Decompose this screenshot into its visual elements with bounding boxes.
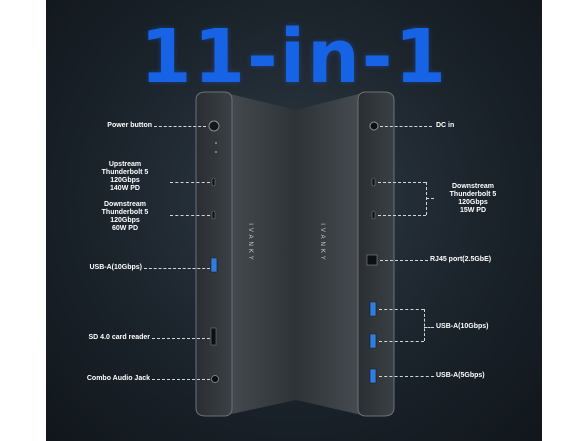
usb-a-port-icon xyxy=(369,368,377,384)
label-dc-in: DC in xyxy=(436,122,455,129)
thunderbolt-port-icon xyxy=(371,210,376,220)
leader-line xyxy=(424,309,425,341)
label-power-button: Power button xyxy=(107,122,152,129)
sd-slot-icon xyxy=(210,327,217,346)
thunderbolt-port-icon xyxy=(371,177,376,187)
leader-line xyxy=(378,215,426,216)
label-usb-a-10gbps: USB-A(10Gbps) xyxy=(436,323,489,330)
usb-a-port-icon xyxy=(210,257,218,273)
usb-a-port-icon xyxy=(369,301,377,317)
thunderbolt-port-icon xyxy=(211,210,216,220)
brand-left: IVANKY xyxy=(246,223,253,263)
leader-line xyxy=(424,327,434,328)
dc-in-icon xyxy=(369,121,379,131)
label-usb-a-5gbps: USB-A(5Gbps) xyxy=(436,372,485,379)
leader-line xyxy=(380,126,432,127)
leader-line xyxy=(379,309,424,310)
audio-jack-icon xyxy=(211,375,219,383)
dock-illustration xyxy=(195,91,395,417)
label-usb-a-left: USB-A(10Gbps) xyxy=(89,264,142,271)
leader-line xyxy=(154,126,206,127)
leader-line xyxy=(152,379,210,380)
label-audio-jack: Combo Audio Jack xyxy=(86,375,150,382)
leader-line xyxy=(378,182,426,183)
leader-line xyxy=(152,338,210,339)
product-canvas: 11-in-1 xyxy=(46,0,542,441)
leader-line xyxy=(426,198,434,199)
headline: 11-in-1 xyxy=(140,14,448,100)
leader-line xyxy=(144,268,210,269)
brand-right: IVANKY xyxy=(318,223,325,263)
label-upstream: Upstream Thunderbolt 5 120Gbps 140W PD xyxy=(101,161,149,192)
label-downstream-left: Downstream Thunderbolt 5 120Gbps 60W PD xyxy=(101,201,149,232)
label-sd-reader: SD 4.0 card reader xyxy=(88,334,150,341)
leader-line xyxy=(380,260,428,261)
thunderbolt-port-icon xyxy=(211,177,216,187)
dock-left xyxy=(195,91,296,417)
label-downstream-right: Downstream Thunderbolt 5 120Gbps 15W PD xyxy=(449,183,497,214)
leader-line xyxy=(379,341,424,342)
usb-a-port-icon xyxy=(369,333,377,349)
leader-line xyxy=(170,215,210,216)
power-button-icon xyxy=(208,120,220,132)
leader-line xyxy=(170,182,210,183)
leader-line xyxy=(379,376,434,377)
label-rj45: RJ45 port(2.5GbE) xyxy=(430,256,492,263)
rj45-port-icon xyxy=(366,254,378,266)
dock-right xyxy=(296,91,395,417)
